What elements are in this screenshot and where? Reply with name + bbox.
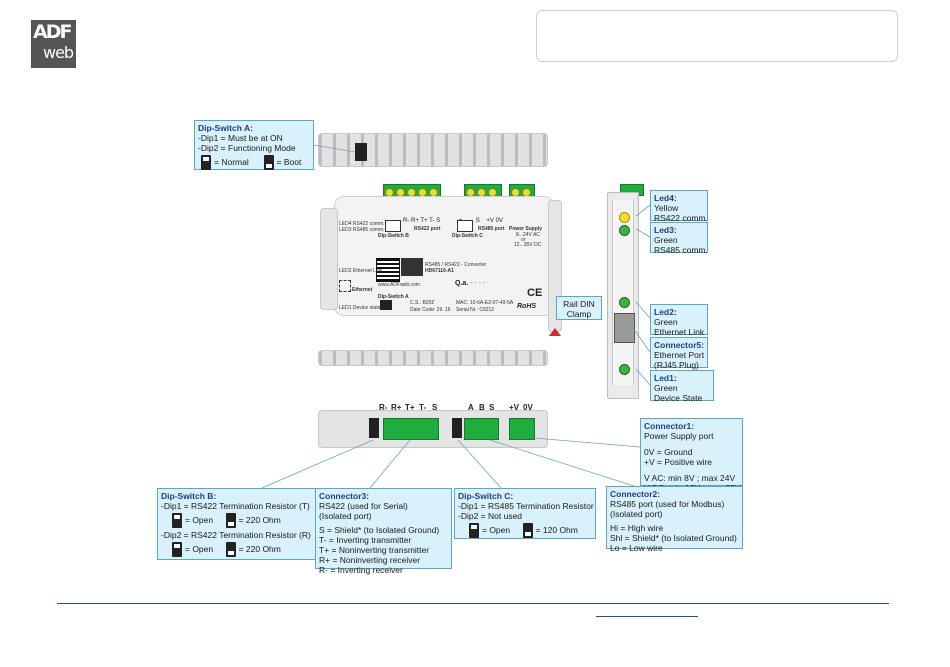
- power-terminal-bottom: [509, 418, 535, 440]
- led4-indicator: [619, 212, 630, 223]
- ethernet-port-graphic: [339, 280, 351, 292]
- dip-switch-a-graphic: [355, 143, 367, 161]
- dip-220ohm-icon: [225, 513, 236, 528]
- dip-switch-c-callout: Dip-Switch C: -Dip1 = RS485 Termination …: [454, 488, 596, 539]
- dip-c-panel-label: Dip-Switch C: [452, 233, 483, 239]
- bottom-label-t-minus: T-: [419, 403, 427, 412]
- led1-panel-label: LED1 Device state: [339, 305, 381, 311]
- led4-panel-label: LED4 RS422 comm.: [339, 221, 385, 227]
- led3-indicator: [619, 225, 630, 236]
- rs485-terminal-bottom: [464, 418, 499, 440]
- dip-open-icon: [172, 513, 182, 528]
- dip-switch-b-graphic: [369, 418, 379, 438]
- dip-boot-icon: [263, 155, 274, 170]
- rail-din-arrow-icon: [549, 328, 561, 336]
- mac-label: MAC: 10-6A-E2-07-49-5A: [456, 300, 514, 306]
- footer-link-underline[interactable]: [596, 616, 698, 617]
- bottom-label-b: B: [479, 403, 485, 412]
- rs422-terminal-bottom: [383, 418, 439, 440]
- dip-switch-c-panel-graphic: [457, 220, 473, 232]
- device-front-panel: [334, 196, 554, 316]
- dip-120ohm-icon: [522, 523, 533, 538]
- connector5-callout: Connector5:Ethernet Port(RJ45 Plug): [650, 337, 708, 370]
- header-title-box: [536, 10, 898, 62]
- dip-switch-a-callout: Dip-Switch A: -Dip1 = Must be at ON -Dip…: [194, 120, 314, 170]
- connector3-callout: Connector3: RS422 (used for Serial) (Iso…: [315, 488, 452, 575]
- device-left-clip: [320, 208, 338, 310]
- dip-switch-c-graphic: [452, 418, 462, 438]
- bottom-label-r-plus: R+: [391, 403, 402, 412]
- panel-logo: [401, 258, 423, 276]
- connector2-callout: Connector2: RS485 port (used for Modbus)…: [606, 486, 743, 553]
- footer-divider: [57, 603, 889, 604]
- dip-a-panel-label: Dip-Switch A: [378, 294, 409, 300]
- cs-label: C.S.: B202: [410, 300, 435, 306]
- led2-indicator: [619, 297, 630, 308]
- dip-open-icon: [469, 523, 479, 538]
- rs422-port-panel-label: RS422 port: [414, 226, 441, 232]
- website-label: www.ADFweb.com: [378, 282, 420, 288]
- bottom-label-v-zero: 0V: [523, 403, 533, 412]
- logo-text-adf: ADF: [33, 21, 72, 43]
- led3-panel-label: LED3 RS485 comm.: [339, 227, 385, 233]
- led2-panel-label: LED2 Ethernet Link: [339, 268, 383, 274]
- logo-text-web: web: [43, 43, 74, 62]
- rohs-mark: RoHS: [517, 303, 537, 310]
- ethernet-panel-label: Ethernet: [352, 287, 373, 293]
- ce-mark: CE: [527, 287, 543, 299]
- product-name: RS485 / RS422 - Converter: [425, 262, 487, 268]
- power-range-1: 8...24V AC: [516, 232, 540, 238]
- dip-220ohm-icon: [225, 542, 236, 557]
- device-bottom-rail: [318, 350, 548, 366]
- dip-b-panel-label: Dip-Switch B: [378, 233, 409, 239]
- bottom-label-t-plus: T+: [405, 403, 415, 412]
- date-code-label: Date Code: 29. 16: [410, 307, 451, 313]
- dip-switch-b-panel-graphic: [385, 220, 401, 232]
- led1-indicator: [619, 364, 630, 375]
- dip-switch-a-panel-graphic: [380, 300, 392, 310]
- bottom-label-s2: S: [489, 403, 495, 412]
- adfweb-logo: ADF web: [31, 20, 76, 68]
- bottom-label-a: A: [468, 403, 474, 412]
- product-code: HD67116-A1: [425, 268, 454, 274]
- dip-switch-b-callout: Dip-Switch B: -Dip1 = RS422 Termination …: [157, 488, 316, 560]
- dip-normal-icon: [201, 155, 211, 170]
- bottom-label-r-minus: R-: [379, 403, 388, 412]
- rj45-port: [614, 313, 635, 343]
- bottom-label-v-plus: +V: [509, 403, 520, 412]
- bottom-label-s1: S: [432, 403, 438, 412]
- power-range-2: or: [521, 237, 526, 243]
- serial-label: Serial Nr.: C6212: [456, 307, 495, 313]
- qr-code: [376, 258, 400, 282]
- power-range-3: 12...35V DC: [514, 242, 542, 248]
- qa-label: Q.a. - - - -: [455, 280, 486, 287]
- rs485-port-panel-label: RS485 port: [478, 226, 505, 232]
- power-panel-label: Power Supply: [509, 226, 543, 232]
- dip-open-icon: [172, 542, 182, 557]
- connector1-callout: Connector1: Power Supply port 0V = Groun…: [640, 418, 743, 493]
